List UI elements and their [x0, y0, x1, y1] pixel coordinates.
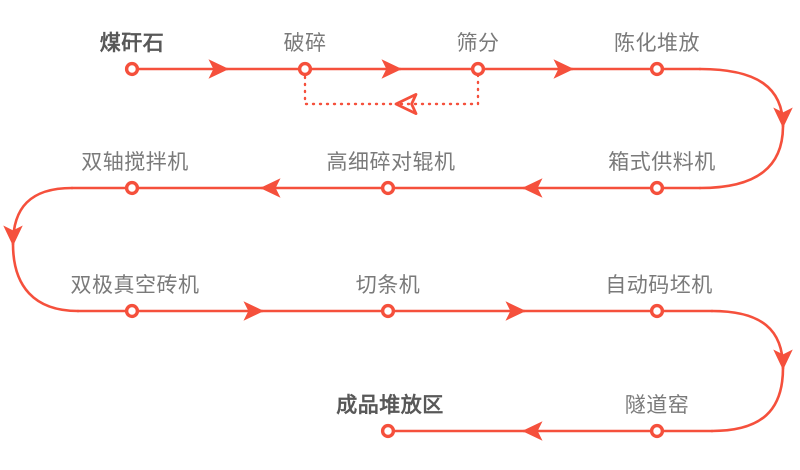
node-marker-n5	[649, 180, 665, 196]
node-label-n9: 切条机	[355, 272, 421, 297]
feedback-loop-path	[303, 73, 480, 115]
node-label-n1: 煤矸石	[99, 30, 165, 55]
node-marker-n9	[380, 303, 396, 319]
node-marker-n11	[649, 423, 665, 439]
node-label-n2: 破碎	[283, 30, 327, 55]
node-label-n3: 筛分	[456, 30, 500, 55]
node-label-n7: 双轴搅拌机	[81, 149, 189, 174]
node-label-n10: 自动码坯机	[605, 272, 713, 297]
connector-u-turn-right-bottom	[710, 309, 793, 433]
node-marker-n2	[297, 61, 313, 77]
node-marker-n10	[649, 303, 665, 319]
node-markers	[124, 61, 665, 439]
node-marker-n3	[470, 61, 486, 77]
node-label-n11: 隧道窑	[624, 392, 690, 417]
node-marker-n12	[380, 423, 396, 439]
connector-u-turn-right-top	[698, 67, 793, 190]
node-marker-n6	[380, 180, 396, 196]
node-label-n8: 双极真空砖机	[70, 272, 200, 297]
node-marker-n1	[124, 61, 140, 77]
node-label-n12: 成品堆放区	[336, 392, 444, 417]
node-label-n6: 高细碎对辊机	[326, 149, 456, 174]
node-label-n4: 陈化堆放	[614, 30, 700, 55]
node-marker-n4	[649, 61, 665, 77]
node-marker-n8	[124, 303, 140, 319]
node-marker-n7	[124, 180, 140, 196]
node-label-n5: 箱式供料机	[608, 149, 716, 174]
connector-u-turn-left	[3, 186, 80, 313]
